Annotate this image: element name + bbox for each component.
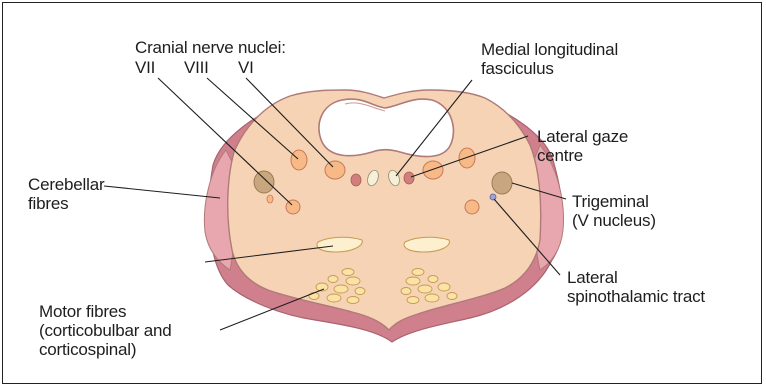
motor-fibres-label: Motor fibres (corticobulbar and corticos…: [39, 302, 171, 359]
cerebellar-label-line2: fibres: [28, 194, 104, 213]
nucleus-vii-label: VII: [135, 58, 155, 77]
lateral-gaze-label: Lateral gaze centre: [537, 127, 628, 165]
spinothalamic-label-line1: Lateral: [567, 268, 705, 287]
mlf-label-line2: fasciculus: [481, 59, 618, 78]
trigeminal-label: Trigeminal (V nucleus): [572, 192, 656, 230]
spinothalamic-label-line2: spinothalamic tract: [567, 287, 705, 306]
trigeminal-label-line2: (V nucleus): [572, 211, 656, 230]
cerebellar-label-line1: Cerebellar: [28, 175, 104, 194]
cerebellar-fibres-label: Cerebellar fibres: [28, 175, 104, 213]
motor-label-line3: corticospinal): [39, 340, 171, 359]
spinothalamic-tract-dot: [490, 194, 496, 200]
motor-label-line2: (corticobulbar and: [39, 321, 171, 340]
mlf-label-line1: Medial longitudinal: [481, 40, 618, 59]
nucleus-vii-left: [291, 150, 307, 170]
nucleus-vi-right: [423, 161, 443, 179]
trigeminal-label-line1: Trigeminal: [572, 192, 656, 211]
small-nucleus-left: [267, 195, 273, 203]
nucleus-vii-lower-left: [286, 200, 300, 214]
nucleus-vi-label: VI: [238, 58, 254, 77]
nucleus-vii-right: [459, 148, 475, 168]
trigeminal-nucleus: [492, 172, 512, 194]
lateral-gaze-label-line2: centre: [537, 146, 628, 165]
midline-nucleus-left: [351, 174, 361, 186]
nucleus-viii-left: [254, 171, 274, 193]
nucleus-vi-left: [325, 161, 345, 179]
nucleus-vii-lower-right: [465, 200, 479, 214]
mlf-label: Medial longitudinal fasciculus: [481, 40, 618, 78]
cranial-nerve-nuclei-label: Cranial nerve nuclei:: [135, 38, 286, 57]
lateral-gaze-label-line1: Lateral gaze: [537, 127, 628, 146]
cranial-nerve-nuclei-title: Cranial nerve nuclei:: [135, 38, 286, 57]
spinothalamic-label: Lateral spinothalamic tract: [567, 268, 705, 306]
motor-label-line1: Motor fibres: [39, 302, 171, 321]
fourth-ventricle: [319, 99, 453, 157]
nucleus-viii-label: VIII: [184, 58, 209, 77]
lateral-gaze-centre-nucleus: [404, 172, 414, 184]
leader-cerebellar: [104, 186, 220, 198]
